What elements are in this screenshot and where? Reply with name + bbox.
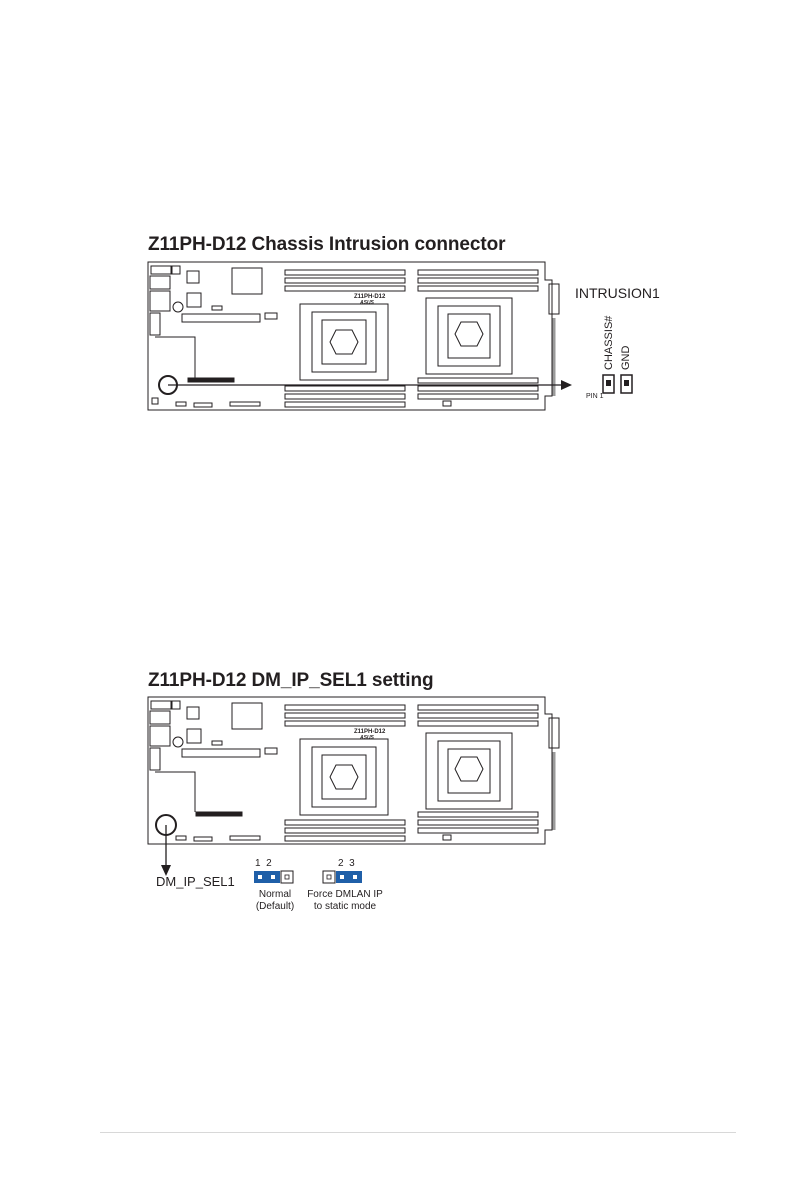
jumper-name-label: DM_IP_SEL1 (156, 874, 235, 889)
board-outline-2 (148, 697, 552, 844)
footer-rule (100, 1132, 736, 1133)
caption-force-line1: Force DMLAN IP (300, 889, 390, 901)
jumper-force-static (323, 871, 362, 883)
caption-normal-line2: (Default) (244, 901, 306, 913)
caption-force-line2: to static mode (300, 901, 390, 913)
asus-logo-2: ASUS (360, 735, 374, 741)
jumper-pins-normal: 1 2 (255, 858, 272, 869)
jumper-pins-force: 2 3 (338, 858, 355, 869)
jumper-normal (254, 871, 293, 883)
jumper-caption-force: Force DMLAN IP to static mode (300, 889, 390, 913)
caption-normal-line1: Normal (244, 889, 306, 901)
jumper-caption-normal: Normal (Default) (244, 889, 306, 913)
